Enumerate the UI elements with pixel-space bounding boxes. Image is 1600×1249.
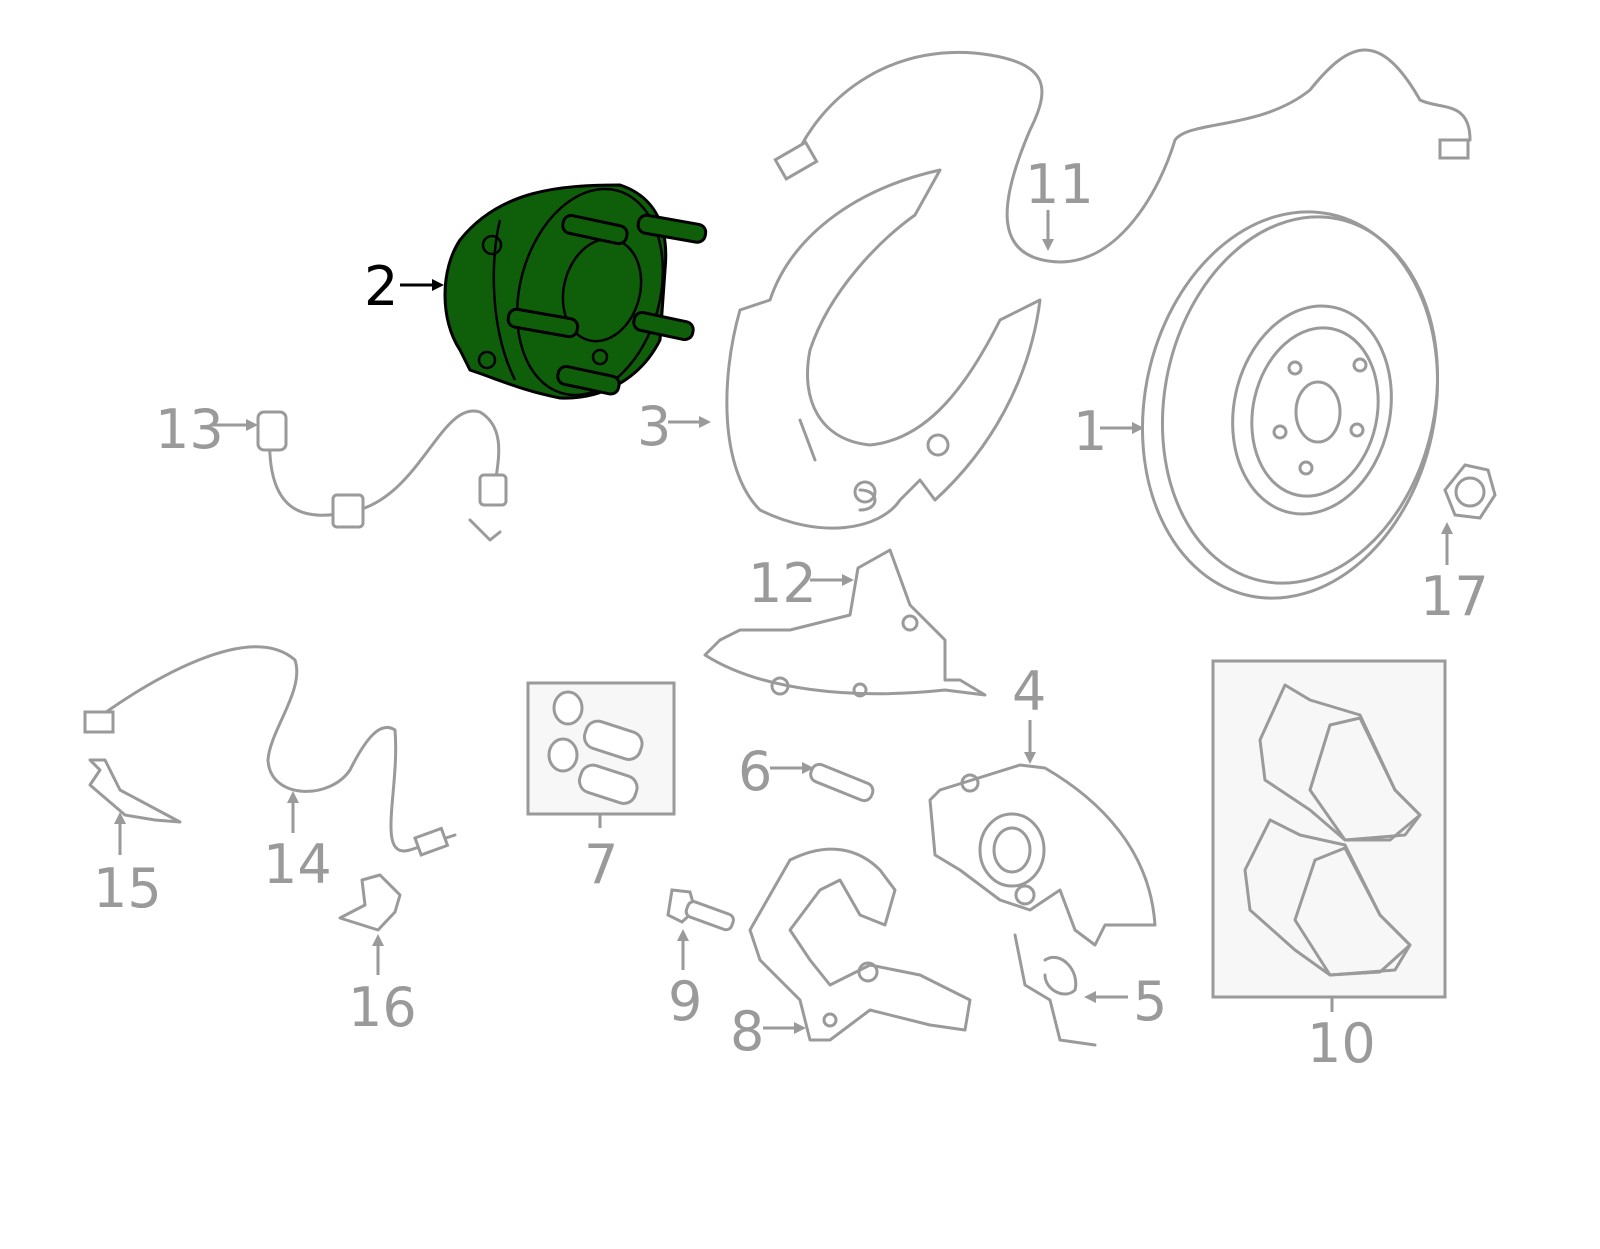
part-10-brake-pads[interactable] (1211, 659, 1447, 999)
callout-11[interactable]: 11 (1025, 153, 1094, 216)
callout-16[interactable]: 16 (348, 976, 417, 1039)
part-15-bracket[interactable] (88, 758, 182, 824)
part-13-wheel-speed-sensor[interactable] (256, 409, 508, 542)
callout-14[interactable]: 14 (263, 833, 332, 896)
callout-4[interactable]: 4 (1012, 660, 1046, 723)
part-1-brake-rotor[interactable] (1108, 184, 1473, 626)
part-12-bracket[interactable] (703, 548, 987, 698)
callout-9[interactable]: 9 (668, 970, 702, 1033)
part-17-nut[interactable] (1443, 463, 1497, 520)
callout-12[interactable]: 12 (748, 552, 817, 615)
callout-3[interactable]: 3 (637, 395, 671, 458)
callout-1[interactable]: 1 (1073, 400, 1107, 463)
part-3-splash-shield[interactable] (725, 168, 1042, 530)
part-5-clip[interactable] (1013, 933, 1097, 1047)
callout-6[interactable]: 6 (738, 740, 772, 803)
callout-arrows (114, 210, 1453, 1034)
callout-15[interactable]: 15 (93, 857, 162, 920)
callout-7[interactable]: 7 (584, 833, 618, 896)
part-8-caliper-bracket[interactable] (748, 847, 972, 1042)
part-7-boot-kit[interactable] (526, 681, 676, 816)
part-4-caliper[interactable] (928, 763, 1157, 947)
part-14-wheel-speed-sensor[interactable] (83, 645, 457, 857)
callout-5[interactable]: 5 (1133, 970, 1167, 1033)
part-6-guide-pin[interactable] (808, 762, 875, 803)
callout-17[interactable]: 17 (1420, 565, 1489, 628)
part-11-brake-wear-sensor[interactable] (773, 48, 1472, 264)
callout-13[interactable]: 13 (155, 398, 224, 461)
callout-10[interactable]: 10 (1307, 1012, 1376, 1075)
part-9-bolt[interactable] (666, 888, 735, 932)
part-16-bracket[interactable] (338, 873, 402, 932)
callout-8[interactable]: 8 (730, 1000, 764, 1063)
callout-2[interactable]: 2 (364, 255, 398, 318)
part-2-wheel-hub[interactable] (443, 172, 708, 411)
